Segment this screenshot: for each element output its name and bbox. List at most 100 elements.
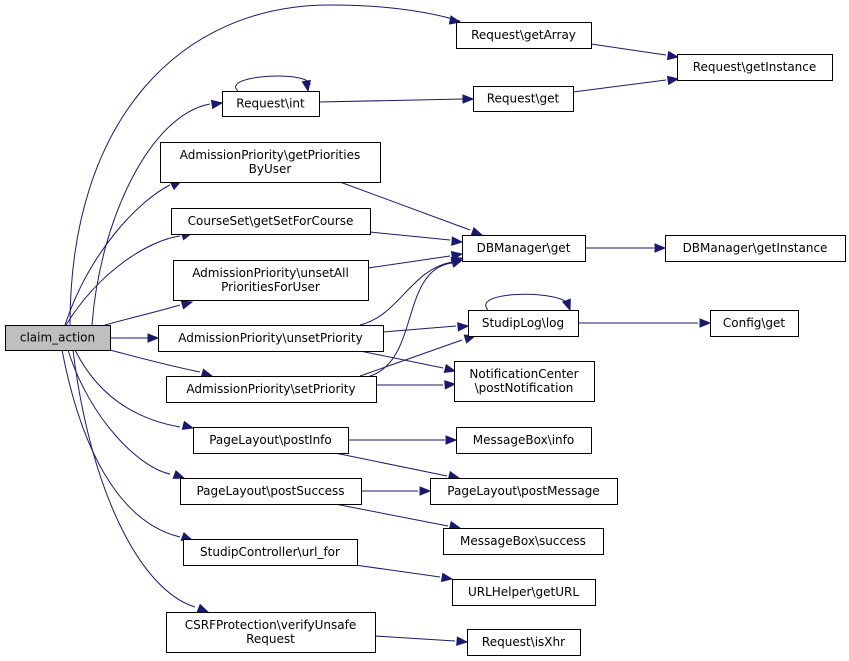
arrowhead-icon [666,50,680,61]
node-nc-post[interactable]: NotificationCenter\postNotification [454,361,595,402]
edge-db-get-to-db-getInstance [585,243,667,253]
node-label: Request\get [487,92,560,106]
node-url-get[interactable]: URLHelper\getURL [452,579,596,606]
arrowhead-icon [457,322,470,332]
node-slog[interactable]: StudipLog\log [468,310,579,337]
edge-claim-action-to-pl-success [67,349,186,479]
node-ap-unset[interactable]: AdmissionPriority\unsetPriority [158,325,384,352]
node-label: AdmissionPriority\unsetAll [192,266,349,280]
node-mb-info[interactable]: MessageBox\info [456,427,592,454]
node-req-getArray[interactable]: Request\getArray [456,22,592,49]
node-box [443,528,604,555]
arrowhead-icon [443,363,457,374]
node-label: Request\getInstance [693,60,817,74]
edge-ap-set-to-db-get [369,258,464,377]
edge-pl-success-to-pl-msg [361,486,432,496]
node-box [473,86,574,112]
node-req-isXhr[interactable]: Request\isXhr [467,629,581,656]
edge-sc-url-to-url-get [354,564,454,582]
node-db-get[interactable]: DBManager\get [462,235,586,262]
edge-line [67,349,171,475]
node-box [452,579,596,606]
node-req-getInstance[interactable]: Request\getInstance [677,54,833,81]
node-label: Request\getArray [471,28,576,42]
arrowhead-icon [200,368,214,378]
node-label: MessageBox\success [460,534,586,548]
node-ap-set[interactable]: AdmissionPriority\setPriority [166,376,377,403]
edge-line [374,635,456,642]
edge-req-get-to-req-getInstance [572,75,680,93]
node-pl-msg[interactable]: PageLayout\postMessage [430,478,618,505]
node-box [173,260,369,301]
node-box [710,310,799,337]
node-box [180,478,362,505]
node-mb-success[interactable]: MessageBox\success [443,528,604,555]
edge-pl-info-to-mb-info [348,435,458,445]
edge-req-int-to-req-get [318,94,475,104]
node-claim-action[interactable]: claim_action [5,325,111,351]
arrowhead-icon [666,75,680,86]
arrowhead-icon [210,99,224,110]
edge-slog-to-slog [485,293,571,312]
edge-ap-unset-to-nc-post [359,350,457,374]
arrowhead-icon [419,486,432,496]
edge-claim-action-to-sc-url [61,349,194,541]
edge-claim-action-to-pl-info [74,349,195,430]
node-box [166,612,376,653]
node-pl-success[interactable]: PageLayout\postSuccess [180,478,362,505]
node-box [467,629,581,656]
edge-slog-to-config-get [578,318,712,328]
edge-csrf-to-req-isXhr [374,635,469,646]
node-box [5,325,111,351]
node-label: Request [246,632,295,646]
node-label: PageLayout\postSuccess [196,484,344,498]
edge-line [235,75,311,92]
node-label: Request\isXhr [482,635,565,649]
node-label: PageLayout\postInfo [209,433,332,447]
edge-line [359,339,463,377]
node-box [158,325,384,352]
edge-line [367,255,451,269]
node-label: DBManager\get [477,241,571,255]
node-sc-url[interactable]: StudipController\url_for [183,539,358,566]
node-box [171,208,371,235]
edge-req-getArray-to-req-getInstance [590,43,680,61]
edge-claim-action-to-ap-set [109,349,214,378]
edge-line [72,349,196,608]
edge-line [485,293,569,311]
edge-line [354,564,441,578]
node-req-get[interactable]: Request\get [473,86,574,112]
edge-ap-set-to-nc-post [376,380,457,390]
node-label: DBManager\getInstance [683,241,828,255]
arrowhead-icon [462,94,475,104]
arrowhead-icon [451,236,464,246]
edge-ap-unset-to-slog [382,322,470,333]
arrowhead-icon [147,333,160,343]
edge-line [369,262,453,377]
edge-line [69,4,461,326]
node-pl-info[interactable]: PageLayout\postInfo [193,427,349,454]
edge-line [334,452,448,477]
edge-line [359,350,444,369]
edge-line [109,349,201,373]
node-box [222,91,320,117]
edge-line [74,349,181,428]
node-req-int[interactable]: Request\int [222,91,320,117]
node-label: PageLayout\postMessage [447,484,599,498]
arrowhead-icon [699,318,712,328]
node-config-get[interactable]: Config\get [710,310,799,337]
arrowhead-icon [440,572,454,582]
node-cs-getSet[interactable]: CourseSet\getSetForCourse [171,208,371,235]
edge-line [359,261,453,326]
edge-line [572,79,667,93]
node-db-getInstance[interactable]: DBManager\getInstance [665,235,846,262]
edge-line [61,349,181,538]
node-box [183,539,358,566]
node-box [430,478,618,505]
edge-ap-unsetAll-to-db-get [367,251,464,269]
node-ap-unsetAll[interactable]: AdmissionPriority\unsetAllPrioritiesForU… [173,260,369,301]
edge-line [64,184,171,326]
edge-line [65,235,181,326]
